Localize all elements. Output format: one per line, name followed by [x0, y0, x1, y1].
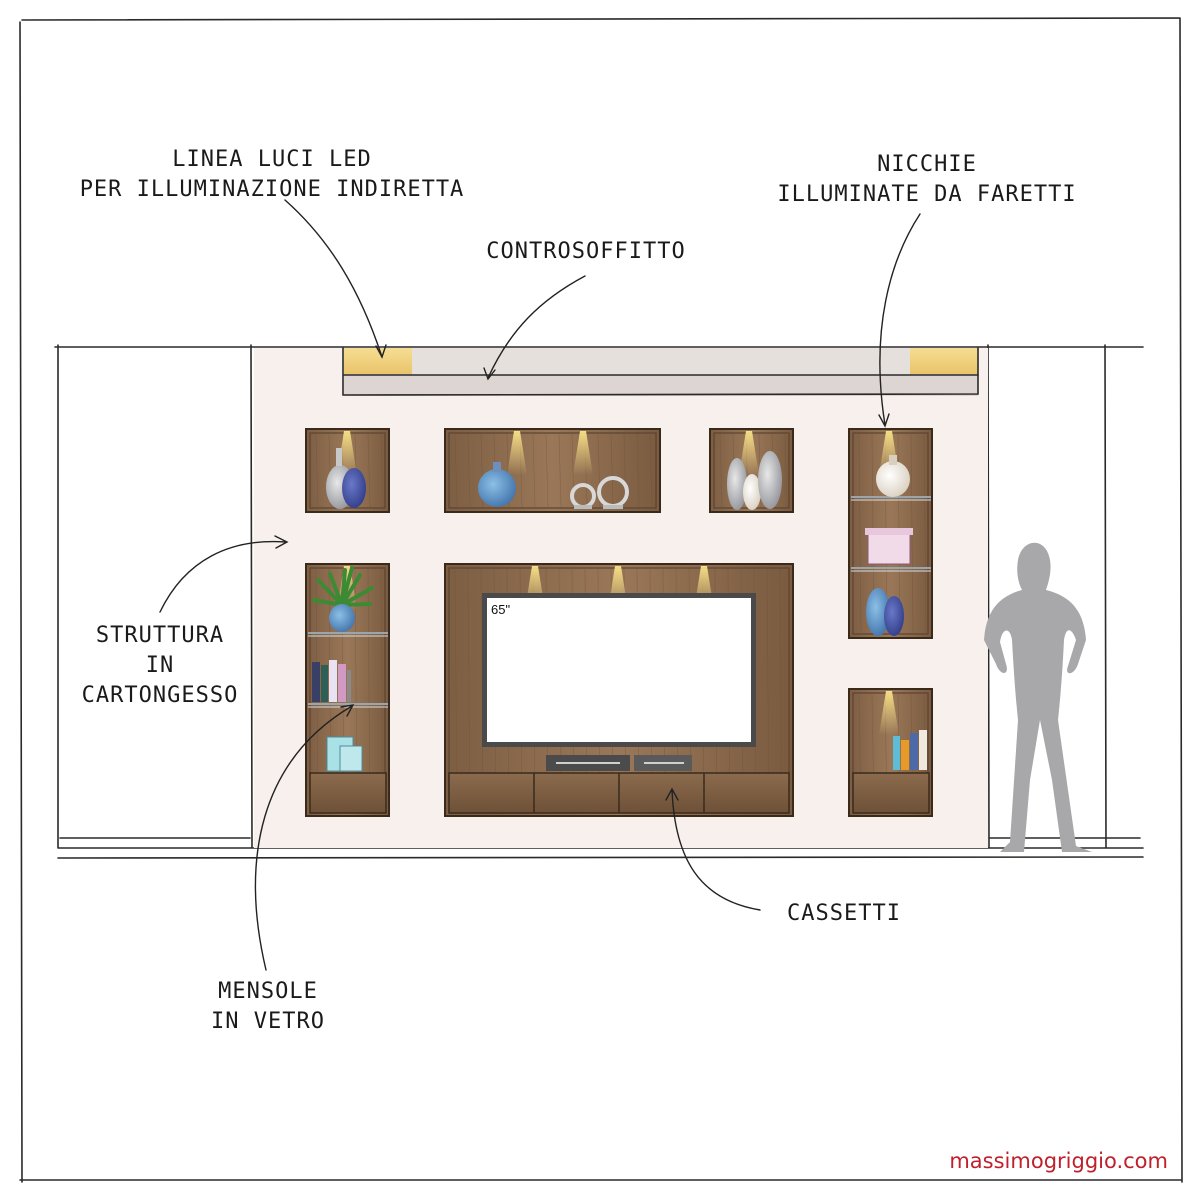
led-strip-right: [910, 348, 978, 374]
arrow-nicchie: [879, 213, 921, 426]
arrow-controsoffitto-head: [483, 367, 496, 381]
drawer-right: [852, 772, 930, 814]
arrow-struttura-head: [274, 535, 289, 549]
label-struttura-2: IN: [146, 653, 175, 678]
label-controsoffitto: CONTROSOFFITTO: [486, 239, 685, 264]
arrow-mensole: [254, 705, 353, 971]
vase-group-top-left: [326, 448, 366, 509]
label-led-1: LINEA LUCI LED: [172, 147, 371, 172]
arrow-cassetti: [671, 789, 761, 911]
tv-size-label: 65": [491, 602, 510, 617]
arrow-struttura: [159, 540, 287, 613]
label-cassetti: CASSETTI: [787, 901, 901, 926]
label-nicchie-1: NICCHIE: [877, 152, 977, 177]
arrow-led: [284, 199, 383, 358]
annotation-labels: LINEA LUCI LED PER ILLUMINAZIONE INDIRET…: [80, 147, 1076, 1034]
tv: 65": [482, 593, 756, 747]
vase-group-top-right: [727, 451, 782, 510]
side-walls: [54, 344, 1144, 859]
gift-boxes-right: [865, 528, 913, 565]
vase-right-top: [876, 455, 910, 497]
label-nicchie-2: ILLUMINATE DA FARETTI: [777, 182, 1076, 207]
person-silhouette: [984, 542, 1092, 852]
plant-pot: [312, 566, 374, 632]
sketch-frame: [19, 17, 1183, 1183]
gift-boxes-left: [326, 736, 363, 772]
media-devices: [546, 755, 692, 771]
spot-beam: [739, 431, 759, 475]
arrow-controsoffitto: [487, 275, 586, 379]
label-led-2: PER ILLUMINAZIONE INDIRETTA: [80, 177, 465, 202]
arrow-cassetti-head: [665, 787, 679, 801]
label-struttura-3: CARTONGESSO: [82, 683, 239, 708]
vase-blue-top: [478, 462, 516, 507]
arrow-nicchie-head: [878, 413, 890, 428]
arrow-mensole-head: [340, 704, 355, 717]
books-left: [312, 660, 351, 702]
arrow-led-head: [375, 344, 387, 359]
label-mensole-1: MENSOLE: [218, 979, 318, 1004]
ring-ornaments: [570, 476, 629, 509]
vase-group-right: [866, 588, 904, 636]
spot-beam: [507, 431, 527, 475]
led-strip-left: [344, 348, 412, 374]
label-mensole-2: IN VETRO: [211, 1009, 325, 1034]
drawers-tv: [448, 772, 790, 814]
tv-screen: [487, 598, 751, 742]
niche-top-center: [444, 428, 661, 513]
label-struttura-1: STRUTTURA: [96, 623, 224, 648]
drawer-left: [309, 772, 387, 814]
annotation-arrows: [159, 199, 921, 971]
false-ceiling: [342, 347, 979, 396]
watermark: massimogriggio.com: [949, 1149, 1168, 1173]
spot-beam: [879, 691, 899, 735]
spot-beam: [573, 431, 593, 475]
books-right: [893, 730, 927, 770]
